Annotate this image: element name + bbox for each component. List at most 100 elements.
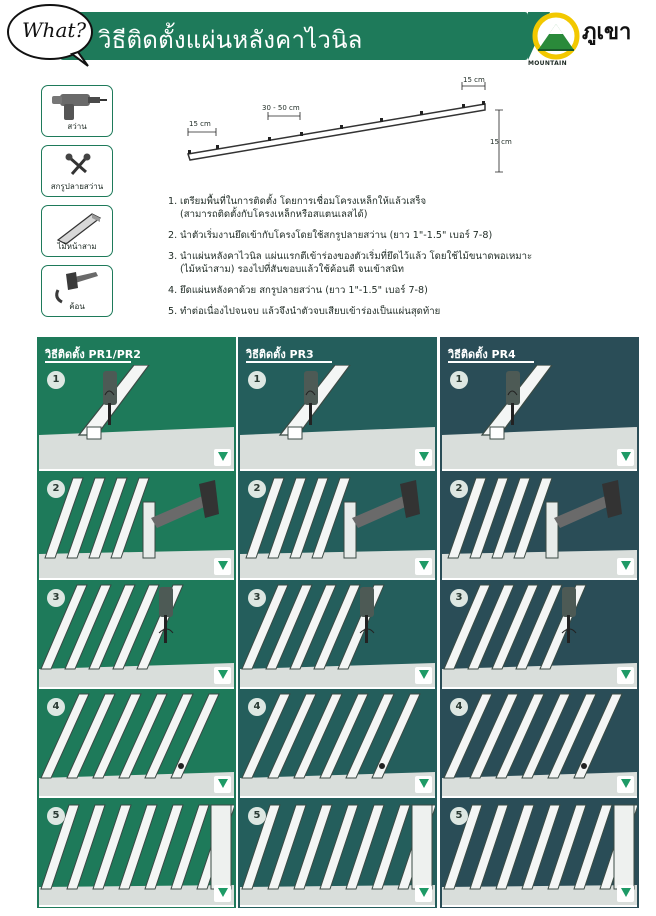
step-panel-3: 3 — [39, 583, 234, 689]
column-pr4: วิธีติดตั้ง PR4 1 2 3 4 5 — [440, 337, 639, 908]
step-4: 4. ยึดแผ่นหลังคาด้วย สกรูปลายสว่าน (ยาว … — [168, 284, 638, 297]
step-number-badge: 2 — [450, 480, 468, 498]
step-text: เตรียมพื้นที่ในการติดตั้ง โดยการเชื่อมโค… — [180, 196, 427, 207]
step-number-badge: 1 — [47, 371, 65, 389]
step-illustration — [442, 365, 637, 469]
step-illustration — [39, 804, 234, 905]
step-subtext: (ไม้หน้าสาม) รองไปที่สันขอบแล้วใช้ค้อนตี… — [180, 264, 404, 275]
column-pr3: วิธีติดตั้ง PR3 1 2 3 4 5 — [238, 337, 437, 908]
tool-label: ไม้หน้าสาม — [57, 242, 97, 251]
step-number-badge: 3 — [450, 589, 468, 607]
step-number: 5. — [168, 306, 178, 317]
step-text: ทำต่อเนื่องไปจนจบ แล้วจึงนำตัวจบเสียบเข้… — [180, 306, 441, 317]
column-title-underline — [45, 361, 131, 363]
step-illustration — [39, 584, 234, 687]
step-3: 3. นำแผ่นหลังคาไวนิล แผ่นแรกตีเข้าร่องขอ… — [168, 250, 638, 276]
step-panel-5: 5 — [442, 801, 637, 907]
dimension-top: 15 cm — [463, 76, 485, 84]
step-number-badge: 4 — [248, 698, 266, 716]
step-number-badge: 2 — [47, 480, 65, 498]
arrow-down-icon — [617, 885, 634, 902]
step-number-badge: 2 — [248, 480, 266, 498]
step-number: 4. — [168, 285, 178, 296]
step-panel-1: 1 — [39, 365, 234, 471]
step-number-badge: 4 — [47, 698, 65, 716]
column-title: วิธีติดตั้ง PR4 — [448, 348, 516, 361]
arrow-down-icon — [214, 885, 231, 902]
arrow-down-icon — [617, 449, 634, 466]
instruction-steps: 1. เตรียมพื้นที่ในการติดตั้ง โดยการเชื่อ… — [168, 195, 638, 326]
step-panel-3: 3 — [442, 583, 637, 689]
step-panel-5: 5 — [39, 801, 234, 907]
step-number-badge: 3 — [47, 589, 65, 607]
tool-wood: ไม้หน้าสาม — [41, 205, 113, 257]
arrow-down-icon — [214, 667, 231, 684]
arrow-down-icon — [617, 558, 634, 575]
step-illustration — [240, 804, 435, 905]
step-panel-2: 2 — [39, 474, 234, 580]
step-panel-3: 3 — [240, 583, 435, 689]
tool-drill: สว่าน — [41, 85, 113, 137]
tool-label: ค้อน — [69, 302, 85, 311]
step-panel-5: 5 — [240, 801, 435, 907]
step-illustration — [39, 365, 234, 469]
step-2: 2. นำตัวเริ่มงานยึดเข้ากับโครงโดยใช้สกรู… — [168, 229, 638, 242]
arrow-down-icon — [617, 667, 634, 684]
arrow-down-icon — [415, 776, 432, 793]
step-panel-4: 4 — [240, 692, 435, 798]
step-panel-1: 1 — [442, 365, 637, 471]
screws-icon — [65, 153, 91, 175]
step-illustration — [240, 584, 435, 687]
column-pr1-pr2: วิธีติดตั้ง PR1/PR2 1 2 3 4 5 — [37, 337, 236, 908]
hammer-icon — [55, 272, 98, 304]
step-number-badge: 3 — [248, 589, 266, 607]
step-subtext: (สามารถติดตั้งกับโครงเหล็กหรือสแตนเลสได้… — [180, 209, 368, 220]
tool-label: สกรูปลายสว่าน — [50, 182, 104, 191]
dimension-right: 15 cm — [490, 138, 512, 146]
arrow-down-icon — [415, 667, 432, 684]
step-1: 1. เตรียมพื้นที่ในการติดตั้ง โดยการเชื่อ… — [168, 195, 638, 221]
step-number-badge: 1 — [450, 371, 468, 389]
step-number-badge: 5 — [450, 807, 468, 825]
step-number-badge: 1 — [248, 371, 266, 389]
step-illustration — [39, 693, 234, 796]
step-text: นำแผ่นหลังคาไวนิล แผ่นแรกตีเข้าร่องของตั… — [180, 251, 533, 262]
step-text: ยึดแผ่นหลังคาด้วย สกรูปลายสว่าน (ยาว 1"-… — [180, 285, 428, 296]
column-title-underline — [448, 361, 534, 363]
tool-hammer: ค้อน — [41, 265, 113, 317]
step-number-badge: 5 — [47, 807, 65, 825]
frame-slope-diagram — [187, 82, 503, 173]
arrow-down-icon — [214, 776, 231, 793]
tool-label: สว่าน — [67, 122, 87, 131]
column-title-underline — [246, 361, 332, 363]
wood-plank-icon — [56, 213, 102, 245]
drill-icon — [52, 94, 107, 120]
page-title: วิธีติดตั้งแผ่นหลังคาไวนิล — [98, 26, 363, 54]
step-number: 2. — [168, 230, 178, 241]
step-panel-1: 1 — [240, 365, 435, 471]
dimension-left: 15 cm — [189, 120, 211, 128]
step-illustration — [442, 693, 637, 796]
step-panel-4: 4 — [442, 692, 637, 798]
step-number: 1. — [168, 196, 178, 207]
step-illustration — [442, 804, 637, 905]
dimension-middle: 30 - 50 cm — [262, 104, 300, 112]
brand-name-en: MOUNTAIN — [528, 60, 567, 67]
step-5: 5. ทำต่อเนื่องไปจนจบ แล้วจึงนำตัวจบเสียบ… — [168, 305, 638, 318]
column-title: วิธีติดตั้ง PR3 — [246, 348, 314, 361]
column-title: วิธีติดตั้ง PR1/PR2 — [45, 348, 141, 361]
step-illustration — [442, 477, 637, 578]
step-illustration — [240, 365, 435, 469]
step-text: นำตัวเริ่มงานยึดเข้ากับโครงโดยใช้สกรูปลา… — [180, 230, 493, 241]
step-number-badge: 4 — [450, 698, 468, 716]
tool-screws: สกรูปลายสว่าน — [41, 145, 113, 197]
step-illustration — [240, 693, 435, 796]
speech-bubble — [7, 4, 93, 67]
step-panel-2: 2 — [442, 474, 637, 580]
mountain-logo-icon — [532, 12, 580, 60]
brand-name-thai: ภูเขา — [582, 20, 632, 45]
arrow-down-icon — [415, 558, 432, 575]
bubble-text: What? — [22, 18, 87, 42]
step-illustration — [442, 584, 637, 687]
arrow-down-icon — [415, 885, 432, 902]
